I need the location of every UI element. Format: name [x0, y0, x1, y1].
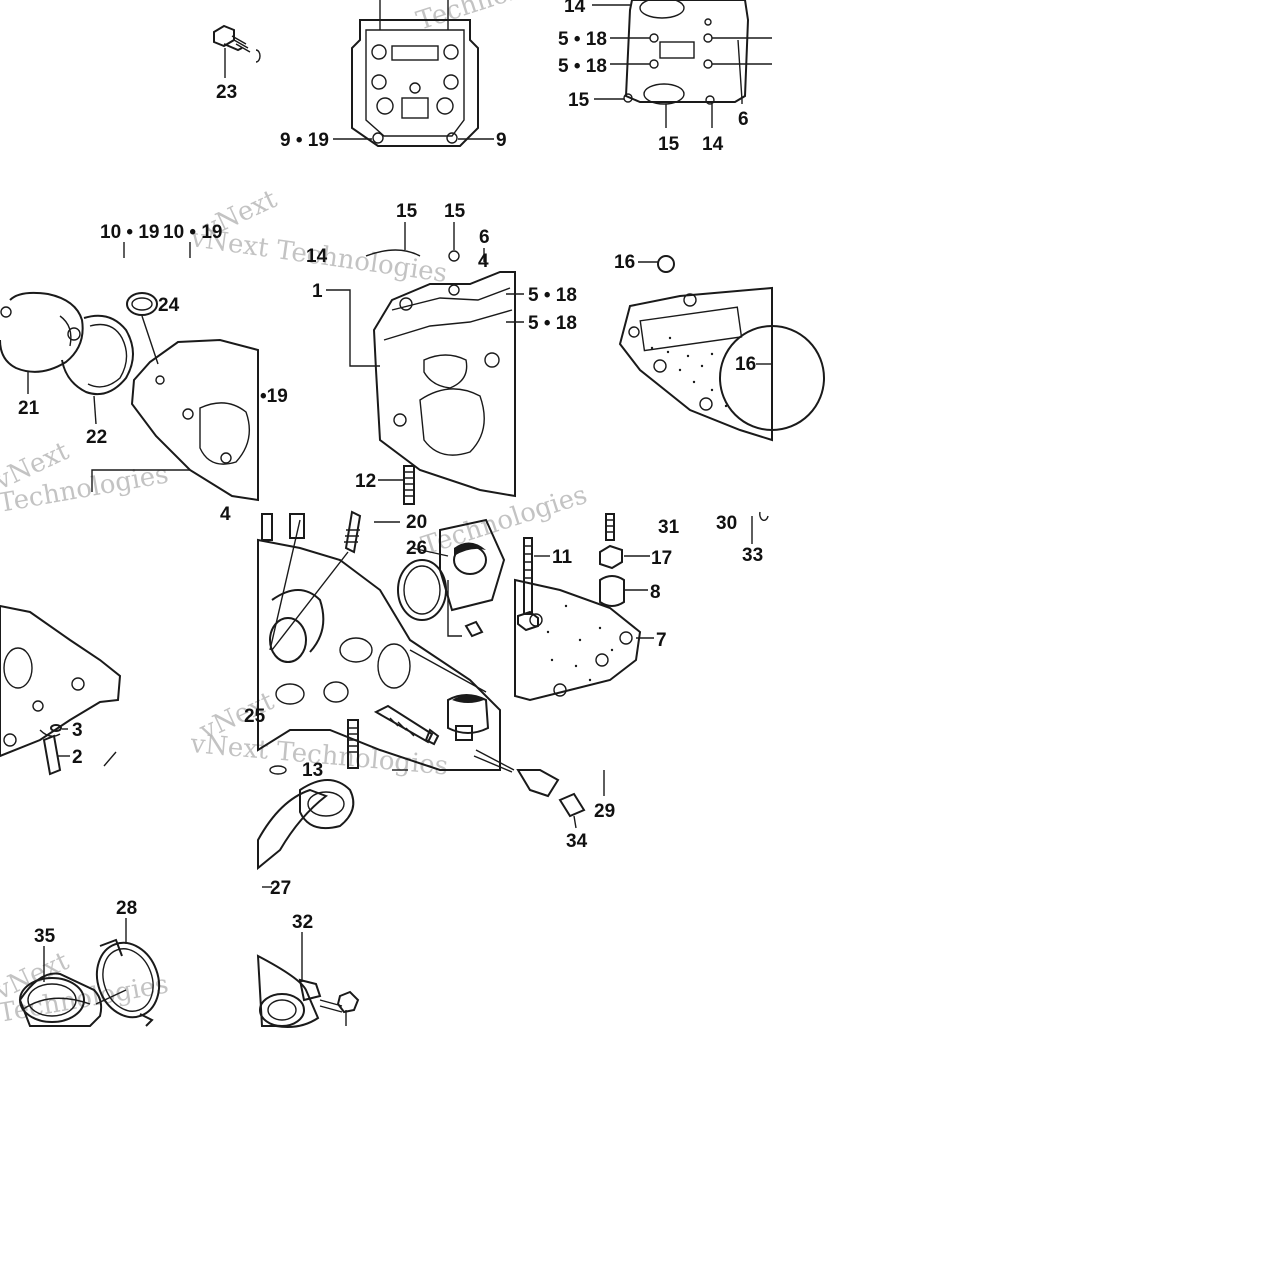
callout-label-23: 23 [216, 82, 237, 103]
callout-label-14: 14 [564, 0, 586, 17]
callout-label-12: 12 [355, 471, 376, 492]
water-hose-joint-parts [256, 779, 360, 1028]
callout-label-15: 15 [658, 134, 680, 155]
callout-label-5-18: 5 • 18 [528, 313, 577, 334]
callout-label-8: 8 [650, 582, 661, 603]
callout-label-13: 13 [302, 760, 323, 781]
callout-label-19: •19 [260, 386, 288, 407]
cylinder-head-cover-top-view [333, 0, 494, 147]
callout-label-14: 14 [702, 134, 724, 155]
callout-label-15: 15 [396, 201, 418, 222]
callout-label-33: 33 [742, 545, 763, 566]
callout-label-32: 32 [292, 912, 313, 933]
callout-label-9: 9 [496, 130, 507, 151]
callout-label-14: 14 [306, 246, 328, 267]
callout-label-4: 4 [478, 251, 489, 272]
head-gasket-part [618, 255, 825, 442]
callout-label-21: 21 [18, 398, 40, 419]
callout-label-27: 27 [270, 878, 291, 899]
head-assembly-spark-plug-thermostat [257, 510, 515, 775]
cap-and-gasket-parts [0, 242, 259, 502]
callout-label-22: 22 [86, 427, 107, 448]
callout-label-15: 15 [444, 201, 466, 222]
callout-label-10-19: 10 • 19 [163, 222, 222, 243]
callout-label-5-18: 5 • 18 [558, 29, 607, 50]
callout-label-24: 24 [158, 295, 180, 316]
bolt-part [213, 24, 261, 78]
callout-label-28: 28 [116, 898, 137, 919]
callout-label-1: 1 [312, 281, 323, 302]
callout-label-16: 16 [735, 354, 756, 375]
callout-label-31: 31 [658, 517, 680, 538]
callout-label-6: 6 [738, 109, 749, 130]
callout-label-9-19: 9 • 19 [280, 130, 329, 151]
callout-label-20: 20 [406, 512, 427, 533]
callout-labels: 23 9 • 19 9 14 5 • 18 5 • 18 15 15 14 6 … [18, 0, 763, 947]
callout-label-4: 4 [220, 504, 231, 525]
callout-label-5-18: 5 • 18 [528, 285, 577, 306]
cylinder-head-bottom-view [592, 0, 772, 128]
callout-label-7: 7 [656, 630, 667, 651]
callout-label-34: 34 [566, 831, 588, 852]
cylinder-gasket-studs [514, 511, 769, 829]
callout-label-2: 2 [72, 747, 83, 768]
hose-joint-and-clamp [18, 918, 161, 1027]
callout-label-17: 17 [651, 548, 672, 569]
callout-label-25: 25 [244, 706, 266, 727]
callout-label-10-19: 10 • 19 [100, 222, 159, 243]
callout-label-30: 30 [716, 513, 737, 534]
cylinder-head-part [326, 222, 524, 505]
callout-label-26: 26 [406, 538, 427, 559]
callout-label-16: 16 [614, 252, 635, 273]
callout-label-35: 35 [34, 926, 56, 947]
callout-label-5-18: 5 • 18 [558, 56, 607, 77]
callout-label-3: 3 [72, 720, 83, 741]
callout-label-6: 6 [479, 227, 490, 248]
callout-label-29: 29 [594, 801, 615, 822]
callout-label-11: 11 [552, 547, 573, 568]
callout-label-15: 15 [568, 90, 590, 111]
thermostat-housing-part [0, 604, 122, 776]
